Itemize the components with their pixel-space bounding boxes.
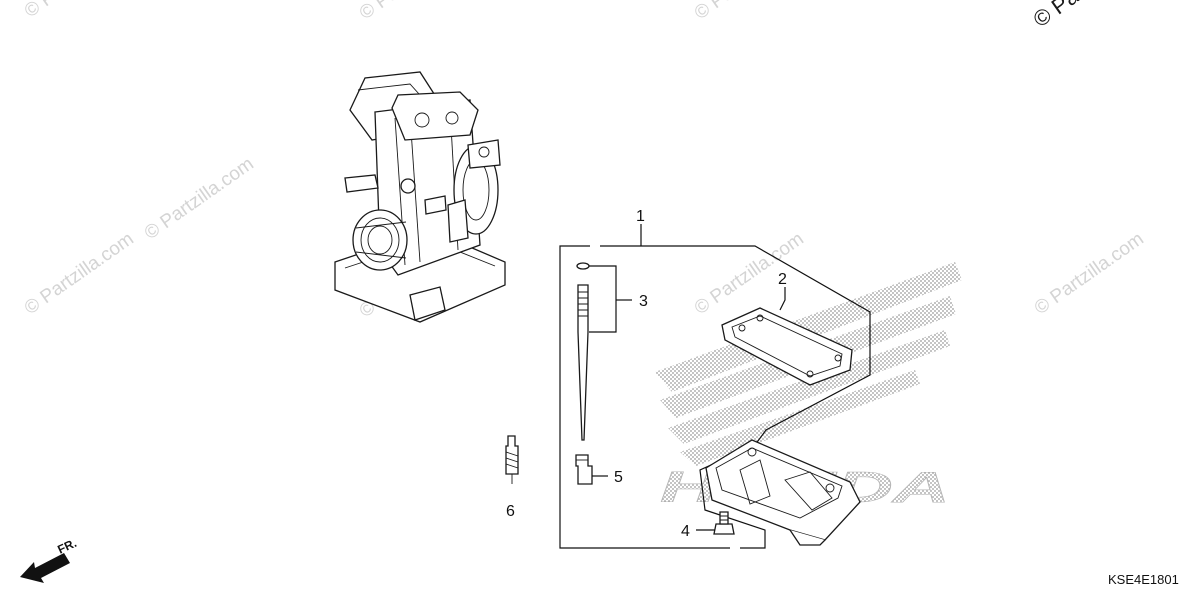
callout-6: 6 <box>506 503 515 520</box>
jet-needle <box>576 262 590 441</box>
kit-outline-frame <box>559 245 871 549</box>
diagram-code: KSE4E1801 <box>1108 572 1179 587</box>
callout-2: 2 <box>778 271 787 288</box>
callout-1: 1 <box>636 208 645 225</box>
leader-lines <box>589 224 786 531</box>
callout-3: 3 <box>639 293 648 310</box>
front-direction-label: FR. <box>55 536 78 557</box>
front-direction-arrow: FR. <box>20 536 79 583</box>
watermark-text: © Partzilla.com <box>141 153 258 244</box>
watermark-text: © Partzilla.com <box>21 0 138 22</box>
watermark-layer: © Partzilla.com © Partzilla.com © Partzi… <box>21 0 1148 322</box>
needle-jet <box>575 454 593 485</box>
float-chamber-gasket <box>721 307 853 386</box>
watermark-text: © Partzilla.com <box>21 228 138 319</box>
drain-plug <box>713 511 735 535</box>
watermark-text: © Partzilla.com <box>1031 228 1148 319</box>
watermark-text: © Partzilla.com <box>356 0 473 24</box>
carburetor-illustration <box>334 71 506 323</box>
callout-4: 4 <box>681 523 690 540</box>
watermark-text: © Partzilla.com <box>691 0 808 24</box>
float-chamber <box>705 439 861 546</box>
corner-watermark: © Pa <box>1029 0 1084 32</box>
pilot-screw <box>505 435 519 484</box>
watermark-text: © Partzilla.com <box>691 228 808 319</box>
callout-5: 5 <box>614 469 623 486</box>
